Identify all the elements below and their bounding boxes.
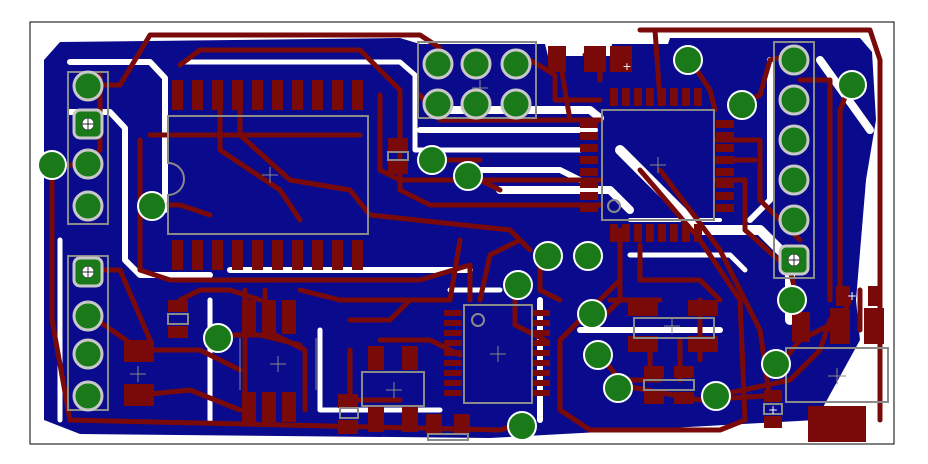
header-right — [778, 44, 810, 276]
via — [777, 285, 807, 315]
via — [603, 373, 633, 403]
vias — [37, 45, 867, 441]
drill-crosshairs — [82, 118, 800, 278]
header-pin — [72, 70, 104, 102]
header-pin — [778, 204, 810, 236]
ic-qfp-pads — [580, 88, 734, 242]
ic-soic-pads — [172, 80, 363, 270]
header-pin — [460, 88, 492, 120]
header-pin — [500, 88, 532, 120]
ic-tssop-pads — [444, 310, 550, 396]
header-pin — [422, 88, 454, 120]
header-pin — [72, 300, 104, 332]
header-pin — [72, 338, 104, 370]
via — [583, 340, 613, 370]
via — [137, 191, 167, 221]
header-pin — [72, 190, 104, 222]
smd-pads — [124, 46, 884, 442]
header-pin — [72, 380, 104, 412]
via — [727, 90, 757, 120]
via — [701, 381, 731, 411]
polarity-marker: + — [847, 289, 857, 303]
via — [417, 145, 447, 175]
via — [761, 349, 791, 379]
via — [533, 241, 563, 271]
header-pin — [778, 164, 810, 196]
header-pin — [778, 44, 810, 76]
via — [507, 411, 537, 441]
polarity-marker: + — [622, 60, 631, 73]
via — [573, 241, 603, 271]
header-pin — [500, 48, 532, 80]
header-pin — [72, 148, 104, 180]
header-pin — [778, 124, 810, 156]
via — [453, 161, 483, 191]
via — [37, 150, 67, 180]
via — [203, 323, 233, 353]
header-pin — [778, 84, 810, 116]
via — [503, 270, 533, 300]
header-pin — [460, 48, 492, 80]
polarity-marker: + — [768, 403, 778, 417]
via — [577, 299, 607, 329]
via — [673, 45, 703, 75]
header-top — [422, 48, 532, 120]
via — [837, 70, 867, 100]
header-pin — [422, 48, 454, 80]
